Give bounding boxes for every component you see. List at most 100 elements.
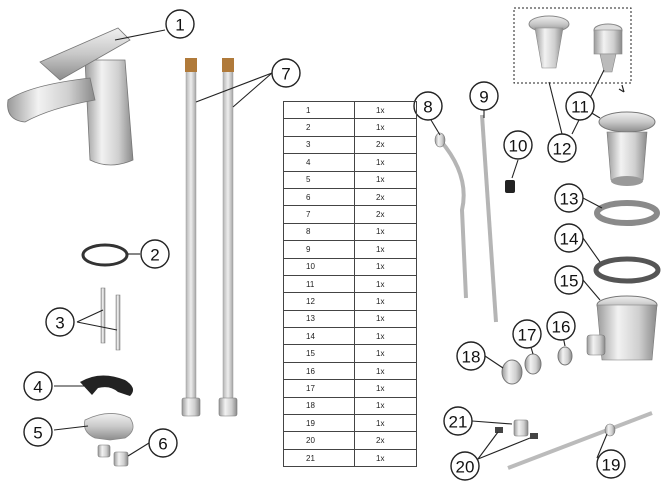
callout-21: 21: [443, 406, 473, 436]
quantity-cell: 1x: [354, 361, 417, 381]
callout-3: 3: [45, 307, 75, 337]
callout-6: 6: [148, 428, 178, 458]
callout-label-15: 15: [560, 272, 579, 291]
callout-7: 7: [271, 58, 301, 88]
callout-label-16: 16: [552, 318, 571, 337]
callout-label-19: 19: [602, 456, 621, 475]
quantity-cell: 1x: [354, 153, 417, 172]
callout-label-3: 3: [55, 314, 64, 333]
callout-13: 13: [554, 183, 584, 213]
part-number-cell: 13: [283, 309, 355, 329]
callout-19: 19: [596, 449, 626, 479]
part-number-cell: 1: [283, 100, 355, 120]
popup-plug: [598, 111, 656, 186]
callout-4: 4: [23, 371, 53, 401]
mounting-rods: [100, 287, 121, 351]
callout-label-12: 12: [553, 140, 572, 159]
quantity-cell: 1x: [354, 222, 417, 242]
metal-plate: [84, 413, 134, 441]
pivot-fittings: [501, 346, 573, 385]
callout-12: 12: [547, 133, 577, 163]
part-number-cell: 11: [283, 274, 355, 294]
horseshoe-washer: [80, 375, 134, 396]
gasket-ring: [593, 256, 661, 284]
clip-and-screws: [495, 419, 538, 439]
callout-label-17: 17: [518, 326, 537, 345]
callout-11: 11: [565, 91, 595, 121]
part-number-cell: 17: [283, 379, 355, 398]
small-nuts: [97, 444, 129, 467]
callout-label-6: 6: [158, 435, 167, 454]
plug-insert-left: [528, 15, 570, 69]
quantity-cell: 1x: [354, 257, 417, 276]
quantity-cell: 1x: [354, 414, 417, 433]
pivot-rod: [507, 411, 653, 470]
callout-label-13: 13: [560, 190, 579, 209]
quantity-cell: 1x: [354, 100, 417, 120]
callout-20: 20: [450, 451, 480, 481]
part-number-cell: 2: [283, 118, 355, 137]
part-number-cell: 21: [283, 448, 355, 468]
quantity-cell: 1x: [354, 396, 417, 416]
callout-10: 10: [503, 130, 533, 160]
quantity-cell: 1x: [354, 240, 417, 259]
callout-label-1: 1: [175, 16, 184, 35]
part-number-cell: 20: [283, 431, 355, 450]
dashed-box-arrow: [618, 84, 625, 93]
callout-label-20: 20: [456, 458, 475, 477]
drain-body: [586, 295, 658, 361]
part-number-cell: 14: [283, 327, 355, 346]
quantity-cell: 2x: [354, 431, 417, 450]
quantity-cell: 2x: [354, 135, 417, 155]
flange-ring: [594, 200, 660, 226]
part-number-cell: 12: [283, 292, 355, 311]
callout-label-10: 10: [509, 137, 528, 156]
quantity-cell: 1x: [354, 118, 417, 137]
callout-16: 16: [546, 311, 576, 341]
callout-9: 9: [469, 81, 499, 111]
quantity-cell: 2x: [354, 187, 417, 207]
part-number-cell: 3: [283, 135, 355, 155]
quantity-cell: 1x: [354, 379, 417, 398]
callout-label-2: 2: [150, 246, 159, 265]
flexible-hoses: [181, 58, 238, 417]
leader-lines: [53, 29, 608, 460]
quantity-cell: 1x: [354, 448, 417, 468]
part-number-cell: 15: [283, 344, 355, 363]
callout-label-9: 9: [479, 88, 488, 107]
plug-insert-right: [593, 23, 623, 73]
part-number-cell: 10: [283, 257, 355, 276]
quantity-cell: 1x: [354, 170, 417, 189]
rod-connector: [505, 180, 515, 193]
callout-1: 1: [165, 9, 195, 39]
part-number-cell: 19: [283, 414, 355, 433]
callout-8: 8: [413, 91, 443, 121]
callout-15: 15: [554, 265, 584, 295]
part-number-cell: 4: [283, 153, 355, 172]
callout-label-11: 11: [571, 98, 589, 117]
quantity-cell: 1x: [354, 274, 417, 294]
part-number-cell: 9: [283, 240, 355, 259]
callout-label-4: 4: [33, 378, 42, 397]
part-number-cell: 6: [283, 187, 355, 207]
part-number-cell: 18: [283, 396, 355, 416]
quantity-cell: 1x: [354, 344, 417, 363]
popup-lift-rod: [438, 138, 468, 299]
callout-18: 18: [456, 341, 486, 371]
